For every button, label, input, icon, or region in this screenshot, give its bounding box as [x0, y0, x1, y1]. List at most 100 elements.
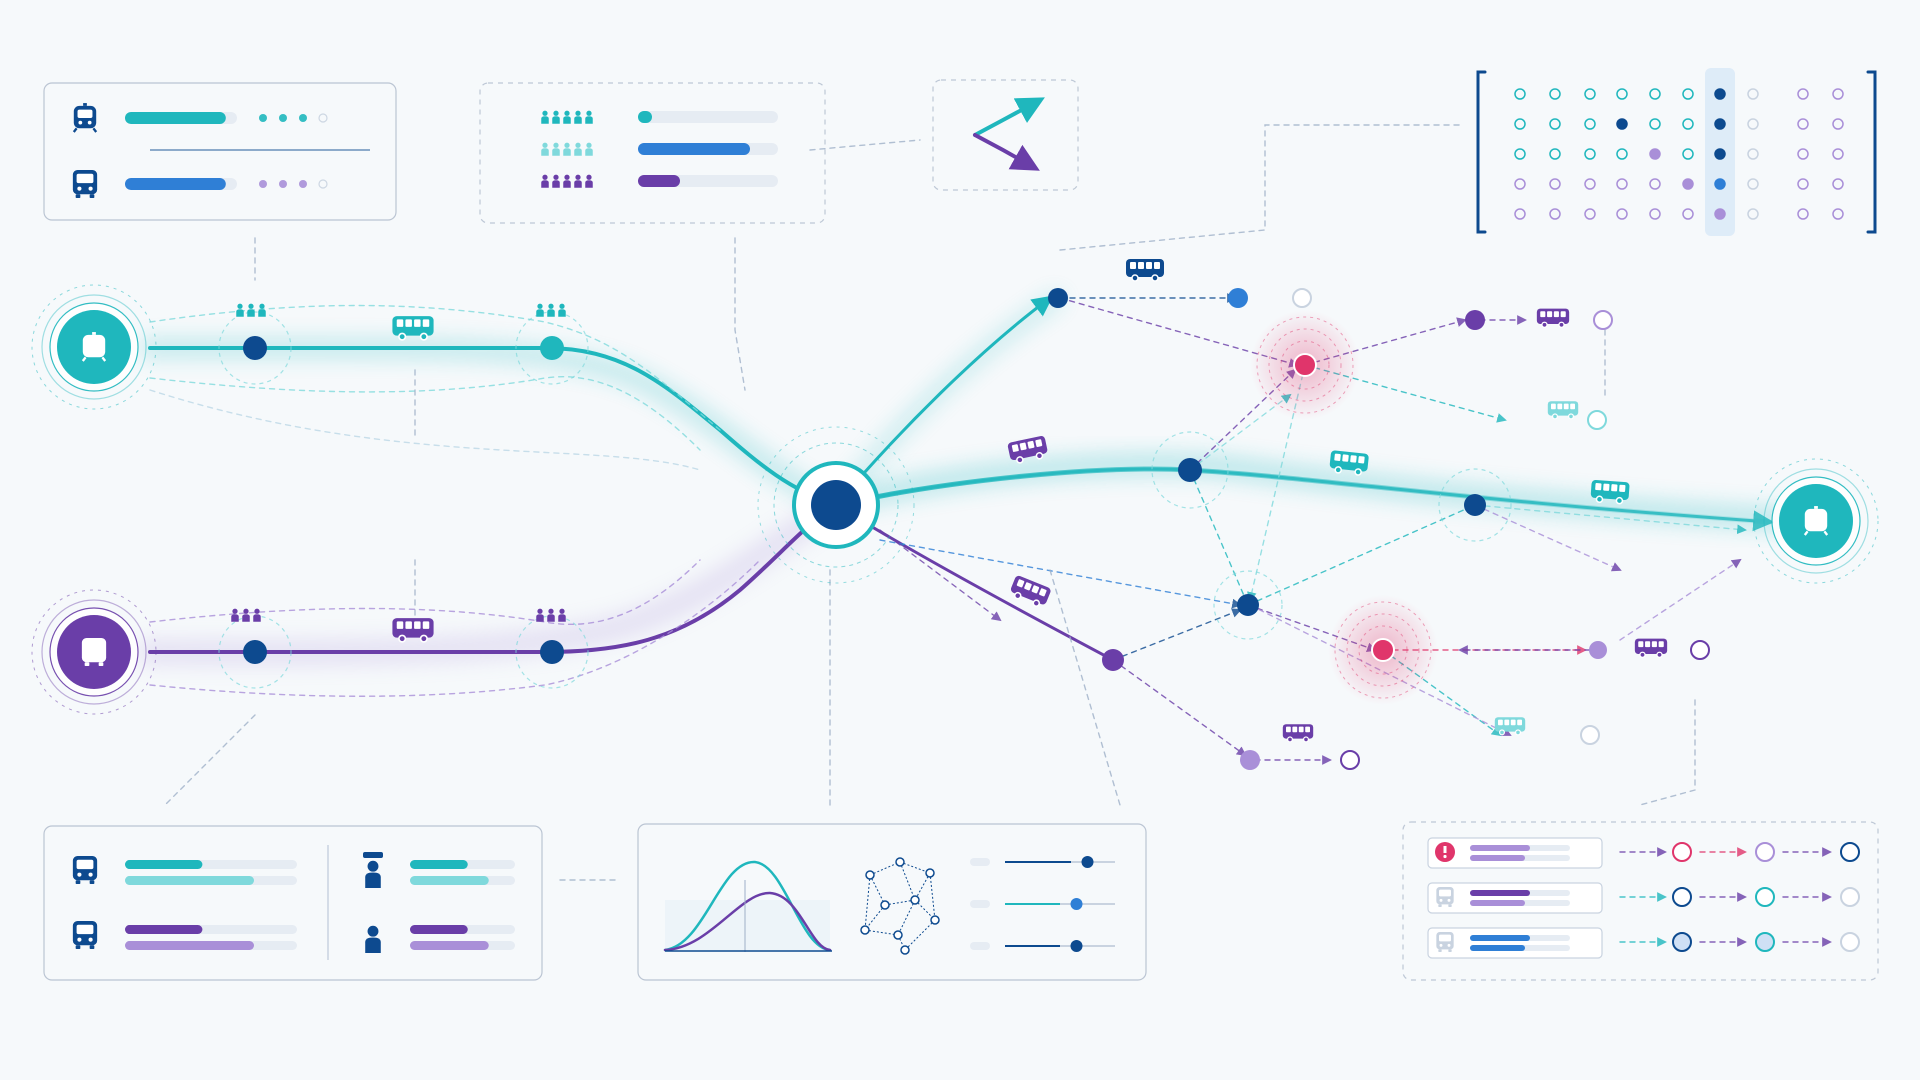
queue-state-node[interactable] [1755, 887, 1775, 907]
matrix-dot [1584, 208, 1596, 220]
queue-state-node[interactable] [1672, 932, 1692, 952]
bus-icon-glyph [1436, 887, 1454, 907]
fleet-bar-secondary [125, 876, 297, 885]
tram-icon [81, 332, 107, 362]
network-node[interactable] [1589, 641, 1607, 659]
queue-state-node[interactable] [1755, 842, 1775, 862]
alert-ring [1358, 625, 1408, 675]
bracket-right [1866, 70, 1877, 234]
graph-node [910, 895, 920, 905]
queue-row [1427, 837, 1860, 869]
slider-handle[interactable] [1070, 940, 1083, 952]
purple-branch-down [834, 503, 1115, 662]
person-icon-glyph [536, 608, 544, 622]
network-node[interactable] [1102, 649, 1124, 671]
person-icon-glyph [558, 303, 566, 317]
fleet-bar [125, 860, 297, 869]
progress-fill [1470, 845, 1530, 851]
empty-stop[interactable] [1340, 750, 1360, 770]
person-icon [231, 608, 239, 622]
matrix-dot [1616, 178, 1628, 190]
alert-icon [1435, 842, 1455, 862]
person-glyph [365, 925, 381, 953]
hub-core[interactable] [811, 480, 861, 530]
bus-icon-glyph [81, 638, 107, 666]
bus-icon [1282, 723, 1314, 743]
empty-stop[interactable] [1690, 640, 1710, 660]
queue-state-node[interactable] [1672, 842, 1692, 862]
network-node[interactable] [1237, 594, 1259, 616]
graph-edge [864, 904, 886, 931]
matrix-dot [1514, 118, 1526, 130]
bus-icon-glyph [391, 315, 435, 341]
alert-ring [1346, 613, 1420, 687]
queue-bar [1470, 900, 1570, 906]
empty-stop[interactable] [1593, 310, 1613, 330]
terminal-ring-outer [31, 284, 157, 410]
empty-stop[interactable] [1580, 725, 1600, 745]
person-icon-glyph [585, 110, 593, 124]
parameter-slider [970, 940, 1115, 952]
matrix-dot [1514, 88, 1526, 100]
matrix-dot [1832, 178, 1844, 190]
queue-state-node[interactable] [1840, 932, 1860, 952]
person-icon-glyph [258, 303, 266, 317]
directed-edge [1474, 504, 1622, 572]
queue-state-node[interactable] [1840, 842, 1860, 862]
graph-edge [897, 899, 916, 936]
alert-node[interactable] [1371, 638, 1395, 662]
terminal-ring-outer [31, 589, 157, 715]
queue-state-node[interactable] [1672, 887, 1692, 907]
graph-node [893, 930, 903, 940]
queue-state-node[interactable] [1840, 887, 1860, 907]
bus-icon [1536, 307, 1570, 329]
graph-edge [864, 929, 899, 936]
waiting-passengers [231, 608, 261, 622]
network-node[interactable] [1464, 494, 1486, 516]
network-node[interactable] [1178, 458, 1202, 482]
network-node[interactable] [1465, 310, 1485, 330]
empty-stop[interactable] [1587, 410, 1607, 430]
person-icon [236, 303, 244, 317]
matrix-dot [1514, 208, 1526, 220]
person-icon [365, 925, 381, 953]
route-stop[interactable] [540, 336, 564, 360]
progress-fill [125, 178, 226, 190]
matrix-dot [1616, 208, 1628, 220]
slider-chip [970, 858, 990, 866]
matrix-dot [1584, 88, 1596, 100]
tram-icon-glyph [1803, 506, 1829, 536]
matrix-dot [1747, 118, 1759, 130]
empty-stop[interactable] [1292, 288, 1312, 308]
queue-state-node[interactable] [1755, 932, 1775, 952]
person-icon-glyph [563, 174, 571, 188]
panel-leader-line [734, 237, 746, 391]
person-icon [558, 303, 566, 317]
bus-icon [1436, 887, 1454, 907]
alert-node[interactable] [1293, 353, 1317, 377]
network-node[interactable] [1228, 288, 1248, 308]
person-icon-glyph [242, 608, 250, 622]
graph-node [865, 870, 875, 880]
person-icon [547, 608, 555, 622]
network-node[interactable] [1240, 750, 1260, 770]
progress-fill [125, 941, 254, 950]
person-icon-glyph [231, 608, 239, 622]
slider-handle[interactable] [1070, 898, 1083, 910]
matrix-dot [1616, 118, 1628, 130]
person-icon-glyph [574, 110, 582, 124]
directed-edge [1247, 503, 1477, 606]
person-icon-glyph [547, 303, 555, 317]
passenger-load-panel [479, 82, 826, 224]
slider-handle[interactable] [1081, 856, 1094, 868]
network-node[interactable] [1048, 288, 1068, 308]
route-stop[interactable] [243, 336, 267, 360]
matrix-dot [1682, 88, 1694, 100]
person-glyph-glyph [365, 925, 381, 953]
person-icon-glyph [541, 142, 549, 156]
route-stop[interactable] [243, 640, 267, 664]
route-stop[interactable] [540, 640, 564, 664]
alert-ring [1268, 328, 1342, 402]
matrix-dot [1832, 148, 1844, 160]
alert-mark-dot [1443, 854, 1447, 859]
